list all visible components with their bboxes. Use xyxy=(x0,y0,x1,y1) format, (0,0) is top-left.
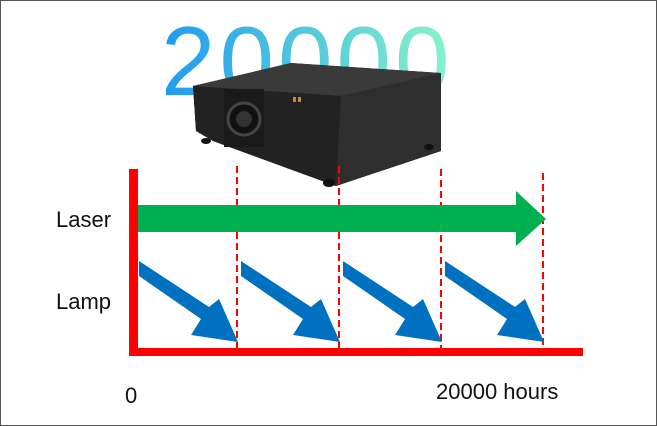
lamp-cycle-dividers xyxy=(236,166,544,348)
lamp-arrows xyxy=(139,261,544,342)
lamp-arrow xyxy=(241,261,340,342)
lamp-arrow xyxy=(343,261,442,342)
lamp-arrow xyxy=(445,261,544,342)
x-axis xyxy=(129,348,583,356)
y-axis xyxy=(129,169,138,356)
lamp-label: Lamp xyxy=(56,289,112,314)
projector-image xyxy=(193,63,441,187)
axis-end-label: 20000 hours xyxy=(436,379,559,404)
axis-start-label: 0 xyxy=(125,383,138,408)
laser-arrow xyxy=(138,191,546,246)
lamp-arrow xyxy=(139,261,238,342)
laser-label: Laser xyxy=(56,207,112,232)
